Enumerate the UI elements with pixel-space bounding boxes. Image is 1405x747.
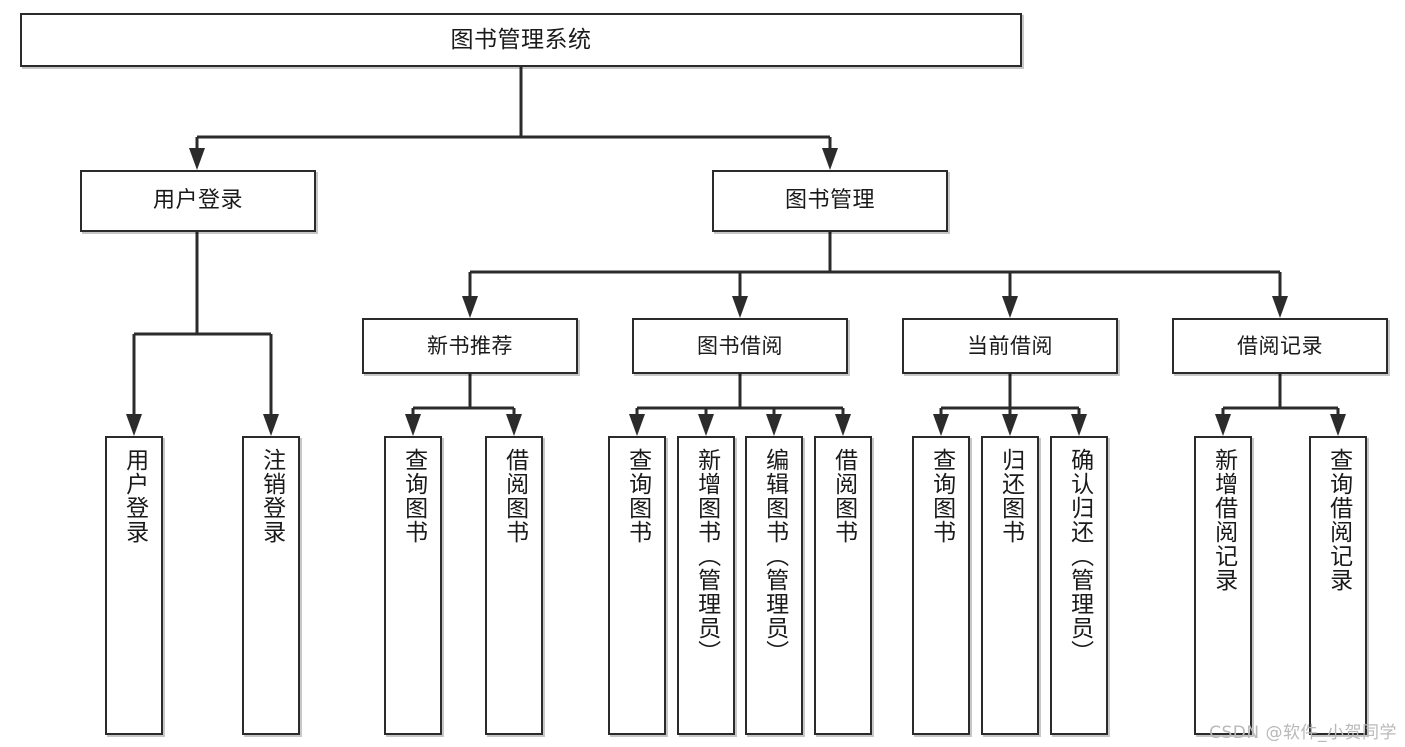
node-leaf-query-book-current[interactable]: 查询图书 — [912, 436, 970, 735]
arrowhead-leaf-5 — [629, 414, 645, 436]
node-label-lvl2-0: 用户登录 — [152, 188, 243, 214]
arrowhead-lvl3-4 — [1272, 296, 1288, 318]
node-label-leaf-9: 归还图书 — [997, 448, 1024, 544]
arrowhead-leaf-9 — [933, 414, 949, 436]
node-label-leaf-6: 编辑图书（管理员） — [761, 448, 788, 664]
node-label-leaf-1: 注销登录 — [258, 448, 285, 544]
arrowhead-bookmgmt — [822, 148, 838, 170]
node-label-root: 图书管理系统 — [450, 26, 592, 53]
node-leaf-query-borrow-record[interactable]: 查询借阅记录 — [1309, 436, 1367, 735]
arrowhead-leaf-4 — [506, 414, 522, 436]
node-label-leaf-12: 查询借阅记录 — [1325, 448, 1352, 592]
node-leaf-add-book-admin[interactable]: 新增图书（管理员） — [677, 436, 735, 735]
node-leaf-query-book-recommend[interactable]: 查询图书 — [384, 436, 442, 735]
node-label-leaf-10: 确认归还（管理员） — [1066, 448, 1093, 664]
node-leaf-edit-book-admin[interactable]: 编辑图书（管理员） — [745, 436, 803, 735]
node-label-leaf-7: 借阅图书 — [830, 448, 857, 544]
arrowhead-leaf-7 — [766, 414, 782, 436]
arrowhead-login — [189, 148, 205, 170]
node-leaf-return-book[interactable]: 归还图书 — [981, 436, 1039, 735]
arrowhead-lvl3-3 — [1002, 296, 1018, 318]
node-leaf-user-login[interactable]: 用户登录 — [105, 436, 163, 735]
node-current-borrow[interactable]: 当前借阅 — [902, 318, 1118, 374]
node-label-leaf-8: 查询图书 — [928, 448, 955, 544]
node-leaf-confirm-return-admin[interactable]: 确认归还（管理员） — [1050, 436, 1108, 735]
arrowhead-lvl3-1 — [462, 296, 478, 318]
arrowhead-leaf-13 — [1330, 414, 1346, 436]
node-leaf-logout[interactable]: 注销登录 — [242, 436, 300, 735]
node-label-lvl3-1: 图书借阅 — [697, 333, 783, 358]
node-leaf-borrow-book-recommend[interactable]: 借阅图书 — [485, 436, 543, 735]
arrowhead-leaf-8 — [835, 414, 851, 436]
node-user-login[interactable]: 用户登录 — [80, 170, 316, 232]
node-leaf-query-book-borrow[interactable]: 查询图书 — [608, 436, 666, 735]
node-root-system[interactable]: 图书管理系统 — [20, 13, 1022, 67]
arrowhead-leaf-1 — [126, 414, 142, 436]
node-label-lvl3-3: 借阅记录 — [1237, 333, 1323, 358]
arrowhead-leaf-2 — [263, 414, 279, 436]
node-book-borrow[interactable]: 图书借阅 — [632, 318, 848, 374]
node-label-leaf-11: 新增借阅记录 — [1210, 448, 1237, 592]
node-label-lvl3-0: 新书推荐 — [427, 333, 513, 358]
node-label-lvl2-1: 图书管理 — [784, 188, 875, 214]
node-label-leaf-4: 查询图书 — [624, 448, 651, 544]
node-leaf-borrow-book[interactable]: 借阅图书 — [814, 436, 872, 735]
arrowhead-leaf-3 — [405, 414, 421, 436]
watermark: CSDN @软件_小贺同学 — [1209, 723, 1397, 743]
arrowhead-lvl3-2 — [732, 296, 748, 318]
node-label-leaf-5: 新增图书（管理员） — [693, 448, 720, 664]
arrowhead-leaf-6 — [698, 414, 714, 436]
node-new-book-recommend[interactable]: 新书推荐 — [362, 318, 578, 374]
arrowhead-leaf-10 — [1002, 414, 1018, 436]
node-label-leaf-3: 借阅图书 — [501, 448, 528, 544]
node-label-leaf-0: 用户登录 — [121, 448, 148, 544]
node-borrow-record[interactable]: 借阅记录 — [1172, 318, 1388, 374]
arrowhead-leaf-12 — [1215, 414, 1231, 436]
node-label-leaf-2: 查询图书 — [400, 448, 427, 544]
node-book-management[interactable]: 图书管理 — [712, 170, 948, 232]
node-leaf-add-borrow-record[interactable]: 新增借阅记录 — [1194, 436, 1252, 735]
arrowhead-leaf-11 — [1071, 414, 1087, 436]
node-label-lvl3-2: 当前借阅 — [967, 333, 1053, 358]
